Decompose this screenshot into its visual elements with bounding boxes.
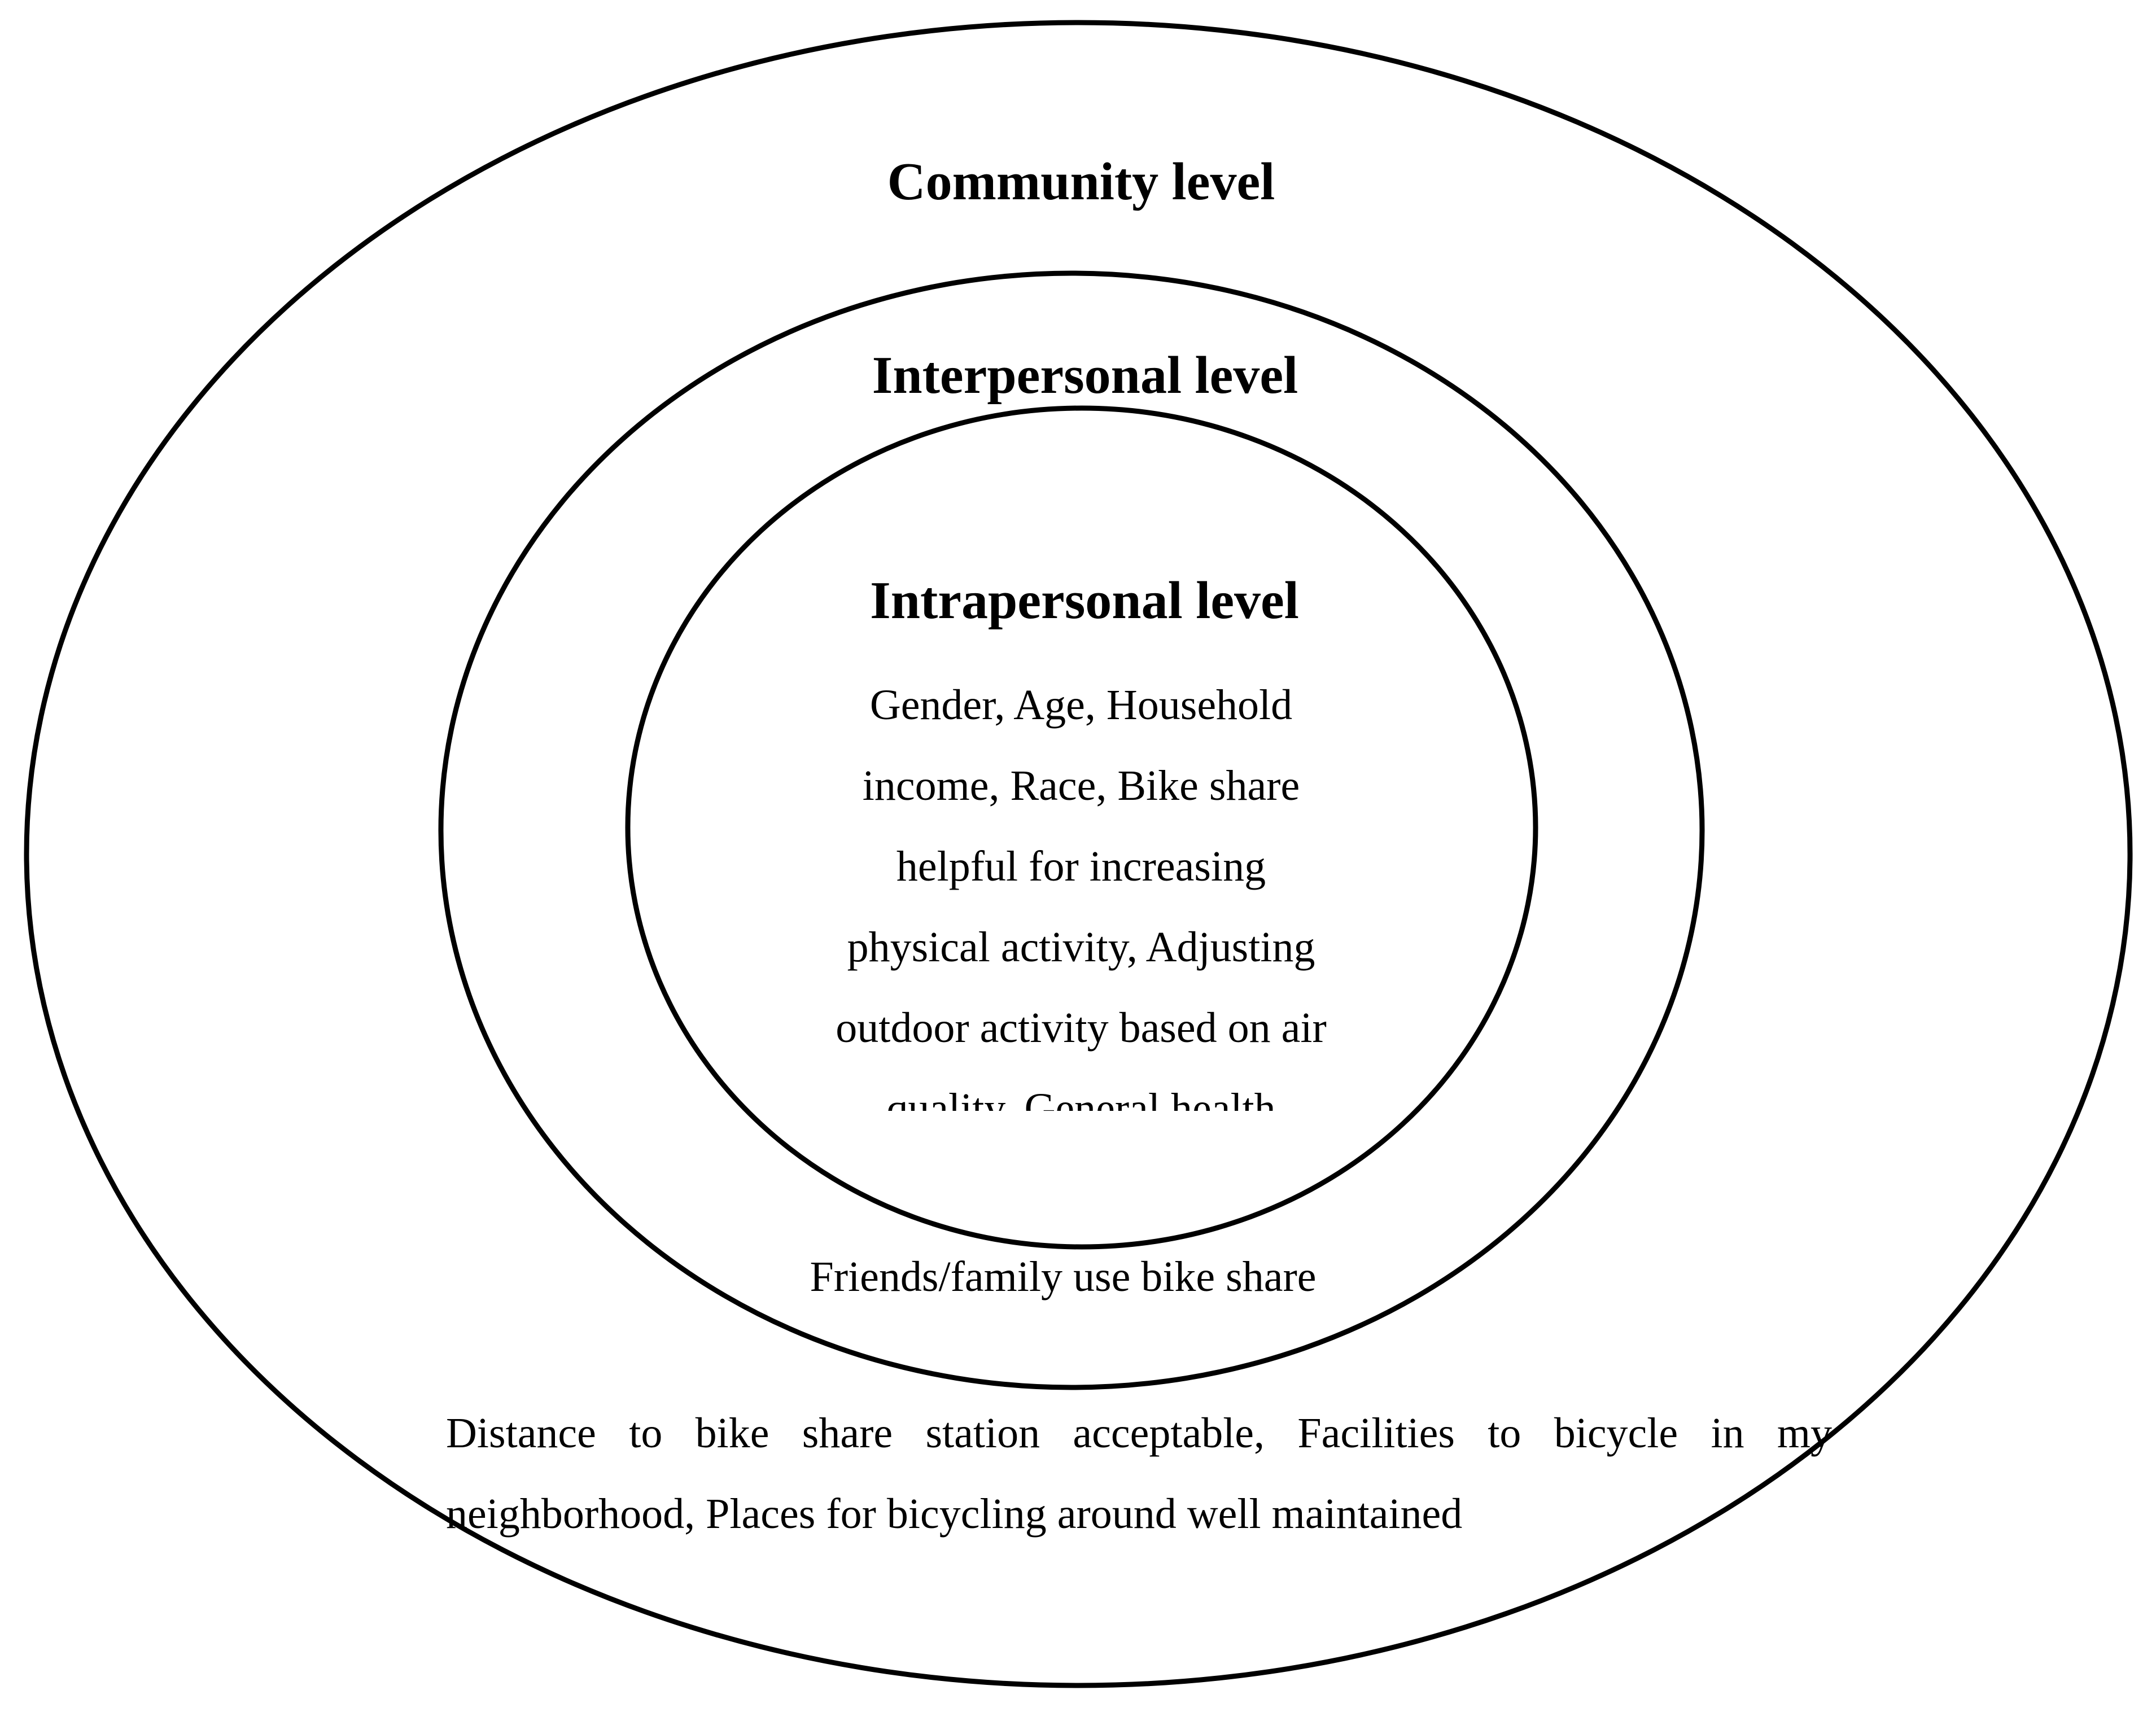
community-factor-line: Distance to bike share station acceptabl…: [446, 1409, 1832, 1457]
intrapersonal-level-ellipse: [625, 405, 1538, 1250]
intrapersonal-factor-line: outdoor activity based on air: [836, 1004, 1327, 1052]
community-level-ellipse: [24, 20, 2133, 1688]
interpersonal-level-title: Interpersonal level: [872, 346, 1298, 405]
intrapersonal-factor-line: Gender, Age, Household: [869, 681, 1293, 729]
community-factors: Distance to bike share station acceptabl…: [446, 1393, 1832, 1555]
interpersonal-factors: Friends/family use bike share: [810, 1253, 1317, 1301]
intrapersonal-factors: Gender, Age, Household income, Race, Bik…: [742, 665, 1420, 1111]
interpersonal-level-ellipse: [438, 270, 1705, 1390]
community-factor-line: neighborhood, Places for bicycling aroun…: [446, 1490, 1463, 1538]
intrapersonal-factor-line: helpful for increasing: [896, 843, 1266, 890]
intrapersonal-factor-line: income, Race, Bike share: [862, 762, 1300, 809]
community-level-title: Community level: [887, 152, 1275, 211]
intrapersonal-level-title: Intrapersonal level: [870, 571, 1299, 630]
intrapersonal-factor-line: quality, General health: [886, 1085, 1276, 1111]
intrapersonal-factor-line: physical activity, Adjusting: [847, 923, 1315, 971]
